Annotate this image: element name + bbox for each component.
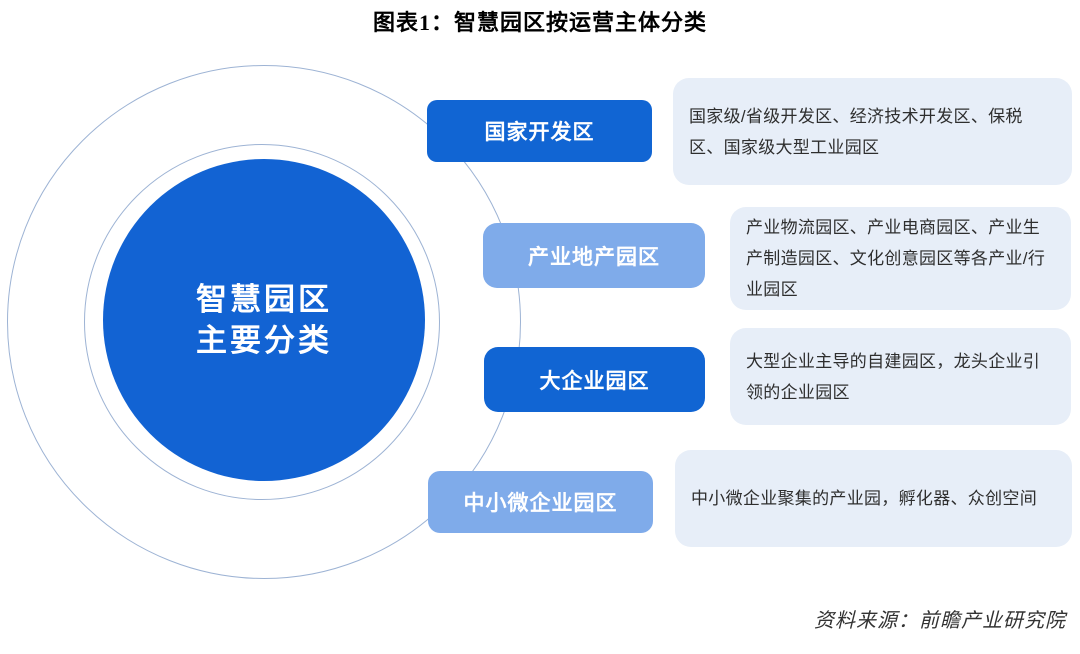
category-description-large-enterprise-park: 大型企业主导的自建园区，龙头企业引领的企业园区 — [730, 328, 1071, 425]
category-description-sme-park: 中小微企业聚集的产业园，孵化器、众创空间 — [675, 450, 1072, 547]
category-description-national-development-zone: 国家级/省级开发区、经济技术开发区、保税区、国家级大型工业园区 — [673, 78, 1072, 185]
inner-ring-circle — [84, 144, 440, 500]
category-button-label: 中小微企业园区 — [463, 492, 618, 515]
category-description-text: 大型企业主导的自建园区，龙头企业引领的企业园区 — [746, 351, 1041, 402]
center-circle-label-line2: 主要分类 — [196, 323, 332, 358]
category-button-national-development-zone: 国家开发区 — [427, 100, 652, 162]
category-button-industrial-real-estate-park: 产业地产园区 — [483, 223, 705, 288]
category-button-label: 国家开发区 — [484, 121, 595, 144]
category-description-text: 国家级/省级开发区、经济技术开发区、保税区、国家级大型工业园区 — [689, 106, 1023, 157]
category-button-label: 大企业园区 — [539, 369, 650, 393]
center-circle-label-line1: 智慧园区 — [196, 282, 332, 317]
chart-title: 图表1：智慧园区按运营主体分类 — [372, 10, 707, 35]
category-button-sme-park: 中小微企业园区 — [428, 471, 653, 533]
category-description-industrial-real-estate-park: 产业物流园区、产业电商园区、产业生产制造园区、文化创意园区等各产业/行业园区 — [730, 207, 1071, 310]
source-note: 资料来源：前瞻产业研究院 — [814, 610, 1066, 632]
category-description-text: 产业物流园区、产业电商园区、产业生产制造园区、文化创意园区等各产业/行业园区 — [746, 218, 1046, 299]
category-button-large-enterprise-park: 大企业园区 — [484, 347, 705, 412]
outer-ring-circle — [7, 65, 521, 579]
category-button-label: 产业地产园区 — [528, 245, 660, 269]
category-description-text: 中小微企业聚集的产业园，孵化器、众创空间 — [691, 489, 1037, 508]
center-circle: 智慧园区 主要分类 — [103, 159, 425, 481]
